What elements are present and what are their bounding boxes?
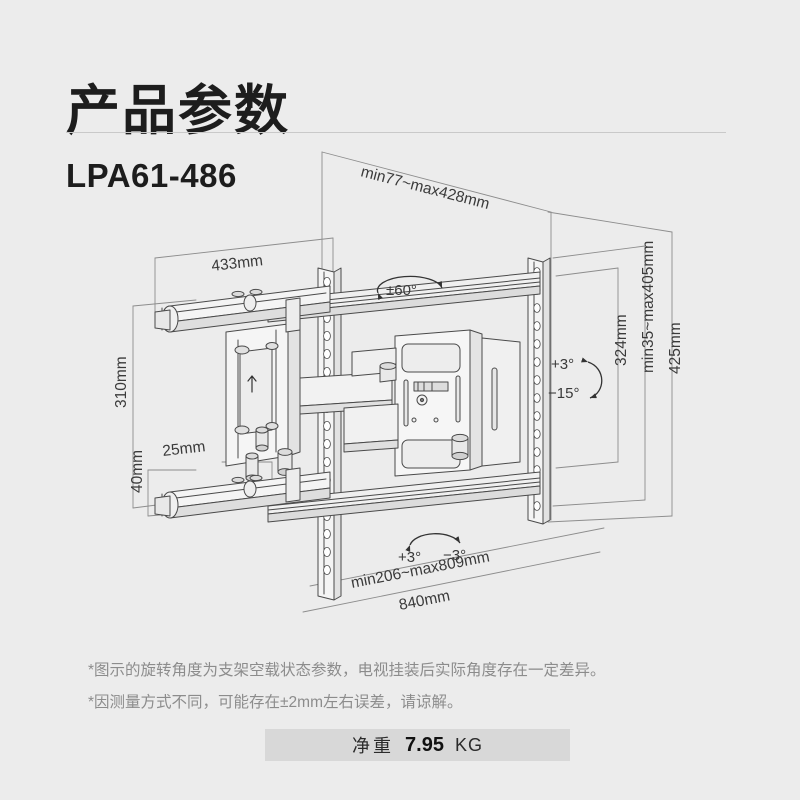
footnote-1: *图示的旋转角度为支架空载状态参数，电视挂装后实际角度存在一定差异。 — [88, 662, 606, 679]
net-weight-unit: KG — [454, 734, 483, 755]
angle-annotations: ±60° +3° −15° +3° −3° — [376, 275, 603, 566]
crossbar-bottom — [267, 471, 541, 523]
footnotes: *图示的旋转角度为支架空载状态参数，电视挂装后实际角度存在一定差异。 *因测量方… — [88, 655, 728, 719]
rear-bolt — [451, 433, 469, 461]
dim-vesa-vertical: min35~max405mm — [640, 241, 657, 373]
extension-arm-lower — [154, 471, 331, 519]
wall-rail-left — [317, 267, 342, 601]
wall-rail-right — [527, 257, 551, 525]
tv-mount-plate — [394, 329, 483, 477]
dimension-labels: min77~max428mm 433mm 310mm 40mm 25mm 324… — [113, 163, 684, 614]
arm-pivot-links — [285, 297, 301, 503]
dim-plate-height: 324mm — [613, 314, 630, 366]
dim-left-height: 310mm — [113, 356, 130, 408]
rail-hole-pattern-left — [323, 276, 331, 576]
tilt-angle-indicator: +3° −15° — [548, 356, 603, 402]
swivel-angle-indicator: ±60° — [376, 275, 443, 301]
tilt-adjust-knob — [379, 362, 397, 383]
net-weight-bar: 净重 7.95 KG — [265, 729, 570, 761]
dim-total-height: 425mm — [667, 322, 684, 374]
angle-roll-left: +3° — [398, 549, 421, 566]
roll-angle-indicator: +3° −3° — [398, 533, 466, 566]
net-weight-label: 净重 — [352, 736, 395, 756]
angle-roll-right: −3° — [443, 547, 466, 564]
angle-tilt-down: −15° — [548, 385, 579, 402]
crossbar-top — [267, 271, 541, 323]
page-title: 产品参数 — [66, 81, 290, 142]
rail-hole-pattern-right — [533, 267, 541, 511]
dim-top-extension: min77~max428mm — [359, 163, 491, 213]
model-number: LPA61-486 — [66, 157, 237, 194]
angle-tilt-up: +3° — [551, 356, 574, 373]
dim-left-small: 40mm — [129, 450, 146, 493]
articulating-arm-assembly — [225, 323, 301, 482]
extension-arm-upper — [154, 285, 331, 333]
dim-left-offset: 25mm — [162, 438, 207, 460]
footnote-2: *因测量方式不同，可能存在±2mm左右误差，请谅解。 — [88, 694, 463, 711]
net-weight-value: 7.95 — [405, 733, 444, 756]
plate-right-edge — [481, 337, 521, 467]
dim-arm-length: 433mm — [211, 252, 264, 275]
arm-connector-plates — [299, 347, 399, 453]
dimension-guides — [132, 151, 673, 613]
title-divider — [66, 132, 726, 133]
dim-bottom-extension: min206~max809mm — [350, 548, 492, 592]
dim-total-width: 840mm — [398, 587, 452, 614]
angle-swivel: ±60° — [386, 282, 417, 299]
